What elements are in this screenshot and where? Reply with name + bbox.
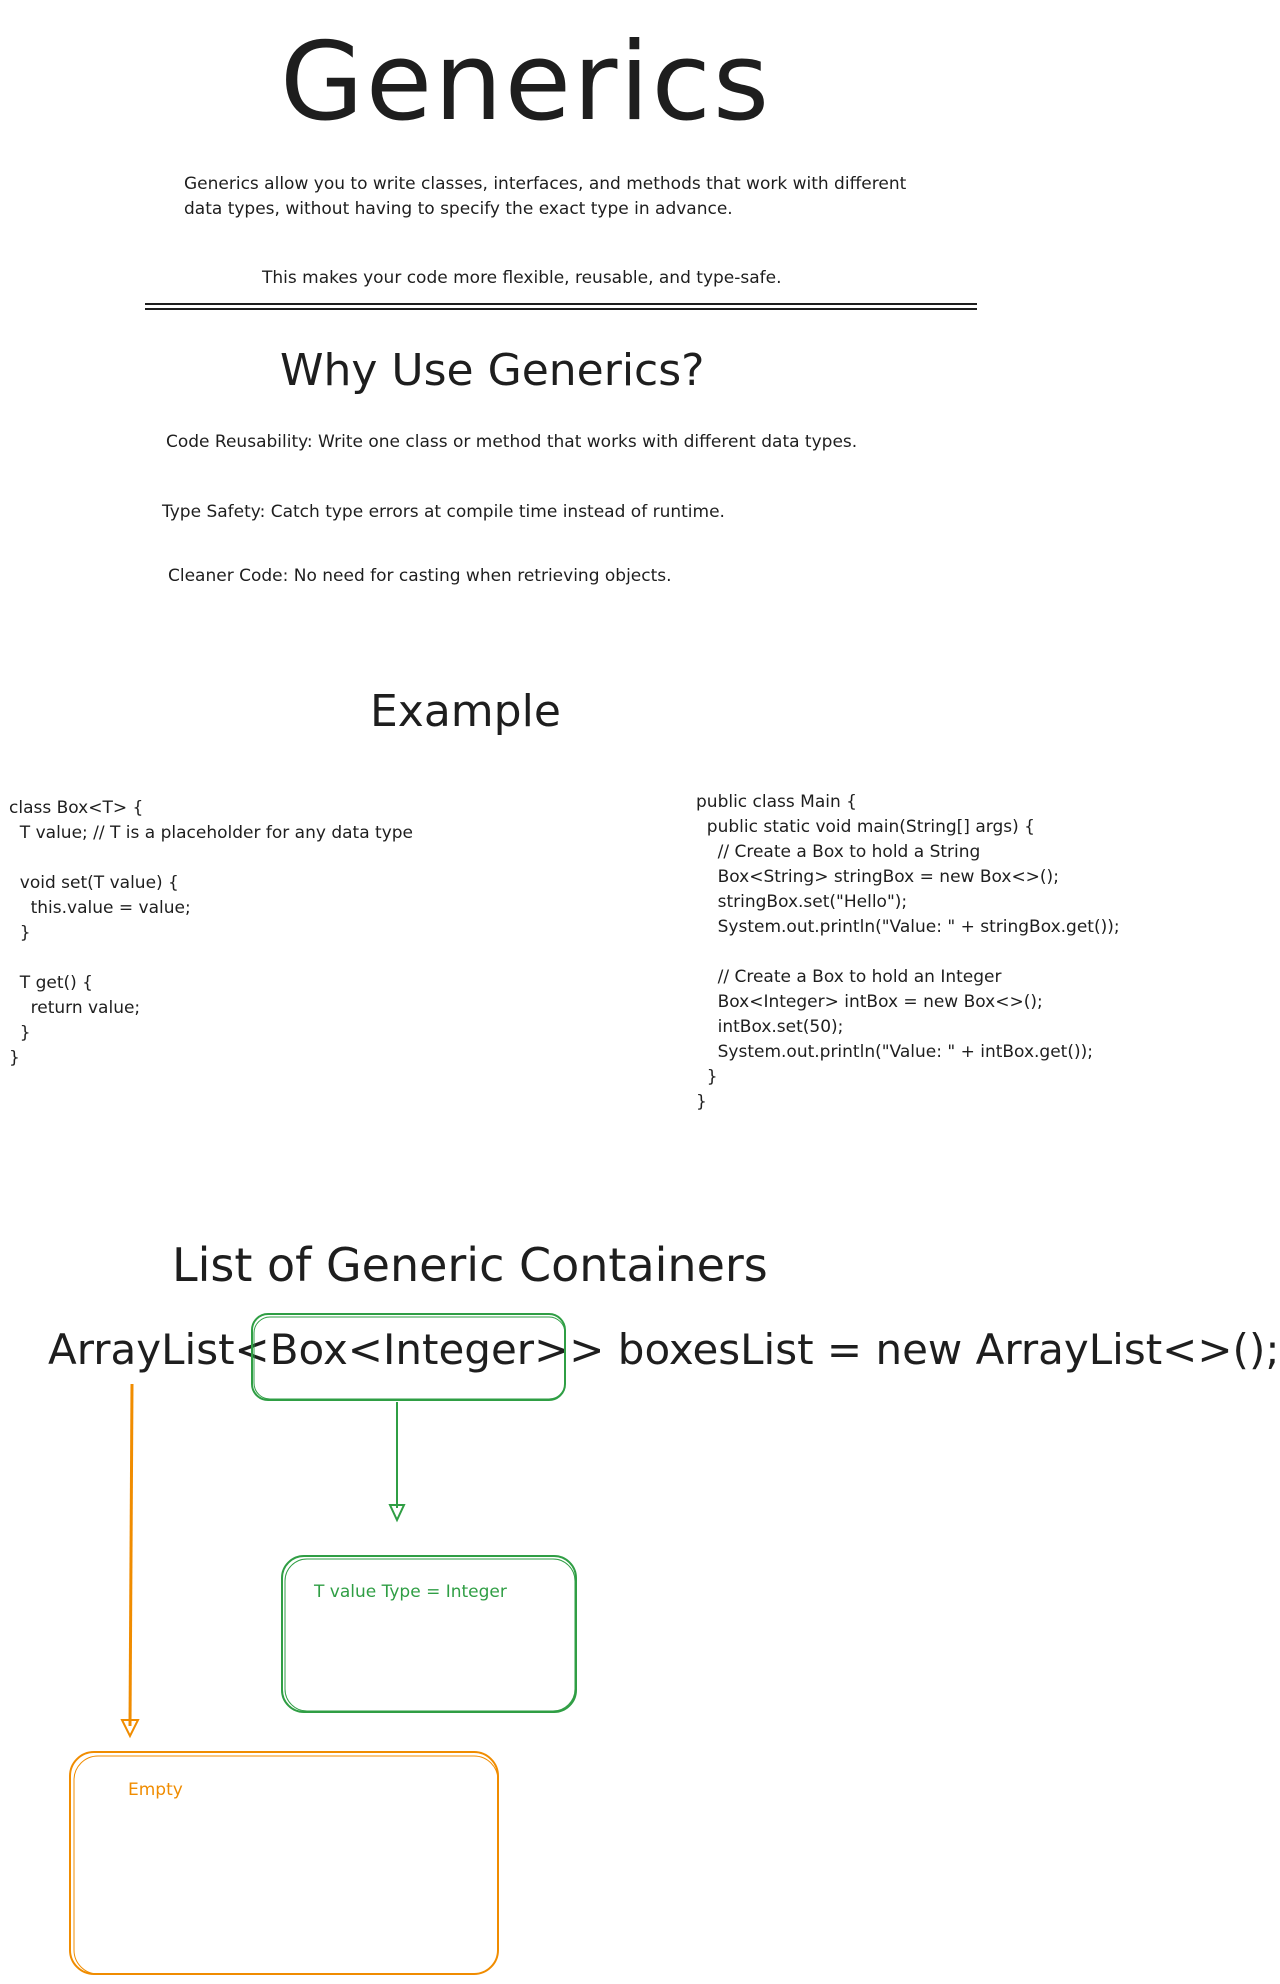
why-point-type-safety: Type Safety: Catch type errors at compil… (162, 502, 725, 522)
orange-box-label: Empty (128, 1780, 183, 1800)
containers-heading: List of Generic Containers (172, 1238, 768, 1292)
green-type-box (281, 1555, 577, 1713)
type-parameter-highlight (251, 1313, 566, 1401)
example-heading: Example (370, 686, 561, 737)
main-class-code: public class Main { public static void m… (696, 792, 1120, 1112)
intro-paragraph: Generics allow you to write classes, int… (184, 174, 907, 219)
why-point-cleaner-code: Cleaner Code: No need for casting when r… (168, 566, 672, 586)
page-title: Generics (280, 20, 772, 145)
why-heading: Why Use Generics? (280, 345, 705, 396)
box-class-code: class Box<T> { T value; // T is a placeh… (9, 798, 413, 1068)
orange-arrow (128, 1383, 134, 1727)
arraylist-declaration: ArrayList<Box<Integer>> boxesList = new … (48, 1325, 1280, 1374)
intro-summary: This makes your code more flexible, reus… (262, 268, 782, 288)
green-box-label: T value Type = Integer (314, 1582, 507, 1602)
why-point-reusability: Code Reusability: Write one class or met… (166, 432, 858, 452)
